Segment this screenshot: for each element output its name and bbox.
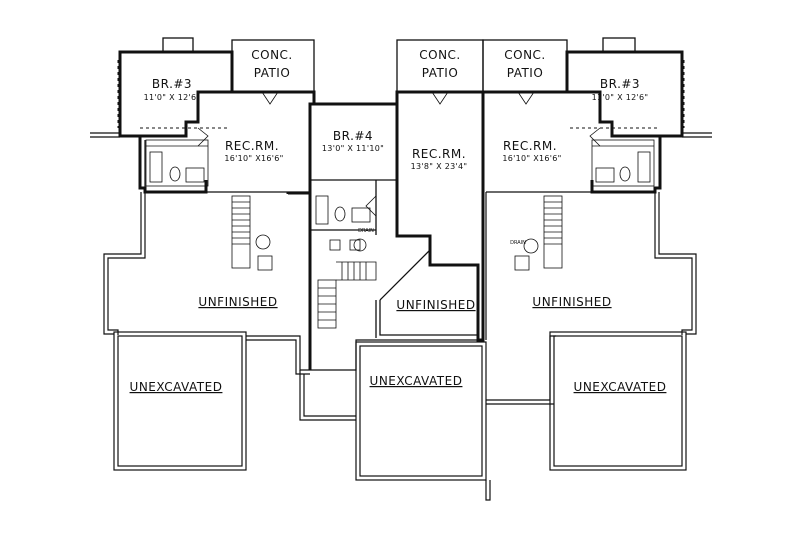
rec-center-dims: 13'8" X 23'4" <box>411 162 468 171</box>
rec-left-name: REC.RM. <box>225 139 279 153</box>
br4-dims: 13'0" X 11'10" <box>322 144 384 153</box>
unexcavated-right-label: UNEXCAVATED <box>574 380 667 394</box>
windows <box>117 60 685 129</box>
rec-right-dims: 16'10" X16'6" <box>502 154 561 163</box>
br3-right-name: BR.#3 <box>600 77 640 91</box>
unfinished-right-label: UNFINISHED <box>532 295 611 309</box>
br3-right-dims: 11'0" X 12'6" <box>592 93 649 102</box>
room-labels: BR.#3 11'0" X 12'6" CONC. PATIO CONC. PA… <box>130 48 667 394</box>
unfinished-center-outline <box>375 236 478 338</box>
unexcavated-right-outline <box>549 331 687 471</box>
unfinished-right-outline <box>485 191 697 340</box>
br3-left-dims: 11'0" X 12'6" <box>144 93 201 102</box>
br3-left-name: BR.#3 <box>152 77 192 91</box>
patio-left-line2: PATIO <box>254 66 291 80</box>
stairs-center <box>317 261 377 329</box>
patio-right-line2: PATIO <box>507 66 544 80</box>
drain-center-label: DRAIN <box>358 228 374 234</box>
rec-right-name: REC.RM. <box>503 139 557 153</box>
unexcavated-center-label: UNEXCAVATED <box>370 374 463 388</box>
stairs-right <box>543 195 563 269</box>
drain-right-label: DRAIN <box>510 240 526 246</box>
unfinished-center-label: UNFINISHED <box>396 298 475 312</box>
interior-details <box>145 139 655 271</box>
unfinished-left-label: UNFINISHED <box>198 295 277 309</box>
center-lower-outline <box>299 335 556 501</box>
stairs-left <box>231 195 251 269</box>
rec-center-name: REC.RM. <box>412 147 466 161</box>
unexcavated-left-label: UNEXCAVATED <box>130 380 223 394</box>
br4-name: BR.#4 <box>333 129 373 143</box>
patio-center-line2: PATIO <box>422 66 459 80</box>
unfinished-left-outline <box>103 140 310 335</box>
rec-left-dims: 16'10" X16'6" <box>224 154 283 163</box>
patio-center-line1: CONC. <box>419 48 461 62</box>
unexcavated-left-outline <box>113 331 310 471</box>
fixture-labels: DRAIN DRAIN <box>358 228 526 246</box>
door-swings <box>197 91 601 217</box>
patio-right-line1: CONC. <box>504 48 546 62</box>
patio-left-line1: CONC. <box>251 48 293 62</box>
